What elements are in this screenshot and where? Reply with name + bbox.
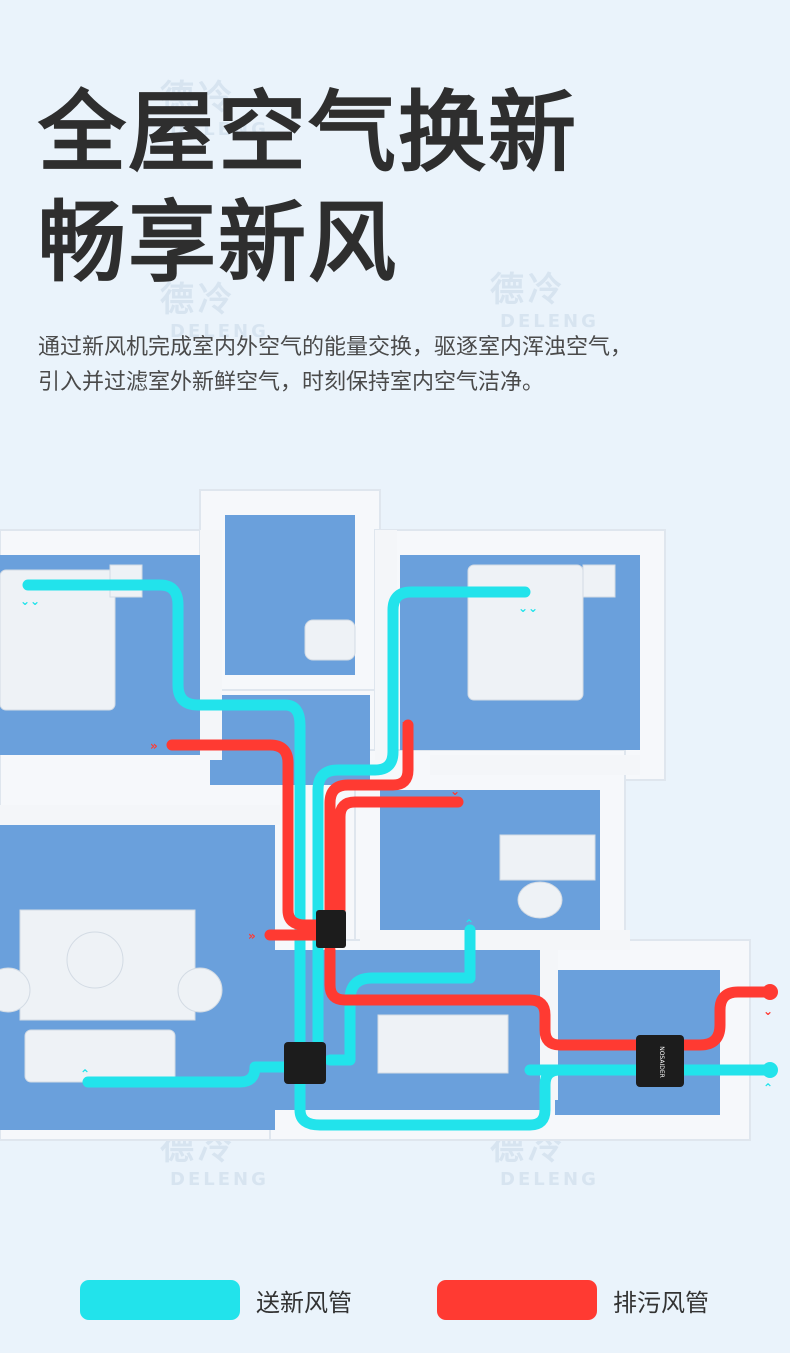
intro-text: 通过新风机完成室内外空气的能量交换，驱逐室内浑浊空气，引入并过滤室外新鲜空气，时… bbox=[38, 335, 633, 395]
junction-box bbox=[284, 1042, 326, 1084]
furniture bbox=[0, 564, 616, 1083]
flow-arrow-icon: » bbox=[248, 929, 256, 943]
page-title: 全屋空气换新 畅享新风 bbox=[38, 78, 578, 298]
bed-right bbox=[467, 564, 584, 701]
exhaust-label: 排污风管 bbox=[613, 1288, 709, 1317]
headline-line-2: 畅享新风 bbox=[38, 191, 399, 294]
watermark: 德冷 DELENG bbox=[490, 270, 599, 332]
toilet bbox=[304, 619, 356, 661]
headline-line-1: 全屋空气换新 bbox=[38, 81, 579, 184]
supply-duct bbox=[82, 1061, 306, 1088]
supply-inlet bbox=[762, 1062, 778, 1078]
bed-left bbox=[0, 569, 116, 711]
supply-duct bbox=[312, 586, 531, 1066]
junction-box bbox=[316, 910, 346, 948]
flow-arrow-icon: ⌃ bbox=[80, 1067, 90, 1081]
exhaust-duct bbox=[324, 944, 776, 1051]
flow-arrow-icon: ⌃ bbox=[464, 917, 474, 931]
floor-plan-illustration: NOSAIDER ⌄⌄ ⌄⌄ » ⌄ ⌄ » ⌃ ⌃ ⌄ ⌃ bbox=[0, 489, 778, 1141]
sink-counter bbox=[499, 834, 596, 881]
supply-label: 送新风管 bbox=[256, 1288, 352, 1317]
fresh-air-unit: NOSAIDER bbox=[636, 1035, 684, 1087]
legend-supply: 送新风管 bbox=[80, 1280, 352, 1320]
flow-arrow-icon: ⌄ bbox=[763, 1004, 773, 1018]
exhaust-outlet bbox=[762, 984, 778, 1000]
duct-junctions bbox=[284, 910, 346, 1084]
exhaust-ducts bbox=[166, 719, 776, 1051]
flow-arrow-icon: » bbox=[150, 739, 158, 753]
sofa bbox=[24, 1029, 176, 1083]
exhaust-swatch bbox=[437, 1280, 597, 1320]
flow-arrow-icon: ⌄⌄ bbox=[20, 594, 40, 608]
armchair bbox=[177, 967, 223, 1013]
watermark: 德冷 DELENG bbox=[160, 78, 269, 140]
exhaust-duct bbox=[166, 739, 336, 931]
exhaust-duct bbox=[324, 719, 414, 916]
flow-arrow-icon: ⌃ bbox=[763, 1081, 773, 1095]
coffee-table bbox=[66, 931, 124, 989]
legend-exhaust: 排污风管 bbox=[437, 1280, 709, 1320]
watermark: 德冷 DELENG bbox=[160, 280, 269, 342]
toilet-bowl bbox=[517, 881, 563, 919]
exhaust-duct bbox=[334, 796, 464, 916]
supply-duct bbox=[22, 579, 306, 1066]
dining-table bbox=[377, 1014, 509, 1074]
supply-ducts bbox=[22, 579, 776, 1131]
supply-swatch bbox=[80, 1280, 240, 1320]
flow-arrows: ⌄⌄ ⌄⌄ » ⌄ ⌄ » ⌃ ⌃ ⌄ ⌃ bbox=[20, 594, 773, 1095]
armchair bbox=[0, 967, 31, 1013]
flow-arrow-icon: ⌄ bbox=[450, 784, 460, 798]
device-label: NOSAIDER bbox=[658, 1046, 665, 1078]
flow-arrow-icon: ⌄ bbox=[400, 714, 410, 728]
nightstand bbox=[582, 564, 616, 598]
flow-arrow-icon: ⌄⌄ bbox=[518, 601, 538, 615]
